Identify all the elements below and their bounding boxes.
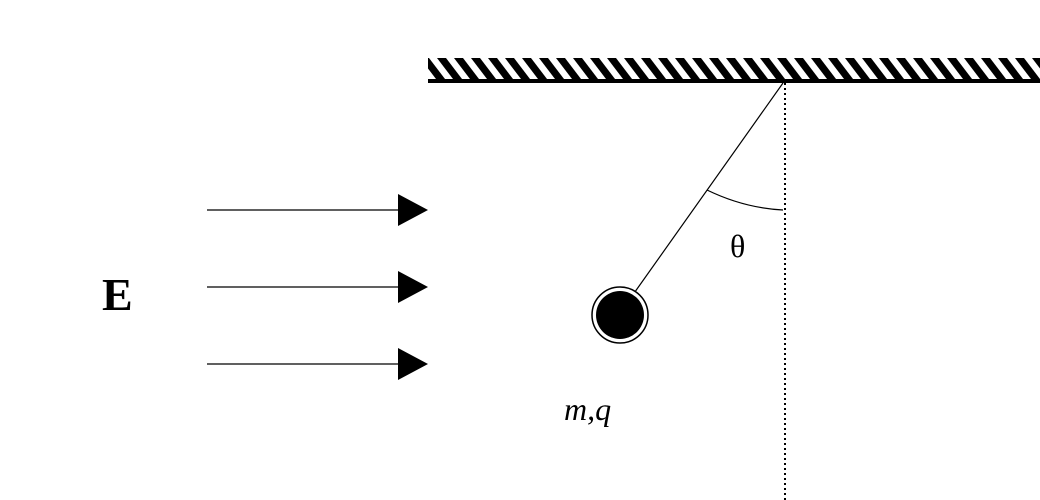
hatch-mark [811,58,836,79]
hatch-mark [981,58,1006,79]
hatch-mark [1015,58,1040,79]
field-arrow [207,194,428,226]
angle-arc [706,189,784,211]
hatch-mark [845,58,870,79]
hatch-mark [794,58,819,79]
field-arrows [207,194,428,380]
hatch-mark [539,58,564,79]
hatch-mark [760,58,785,79]
hatch-mark [828,58,853,79]
pendulum-string [619,82,784,314]
hatch-mark [437,58,462,79]
field-arrow [207,348,428,380]
hatch-mark [879,58,904,79]
hatch-mark [488,58,513,79]
mass-charge-label: m,q [564,391,611,427]
hatch-mark [862,58,887,79]
hatch-mark [658,58,683,79]
hatch-mark [743,58,768,79]
angle-label: θ [730,228,745,264]
ceiling-support [428,58,1040,83]
hatch-mark [522,58,547,79]
hatch-mark [607,58,632,79]
hatch-mark [471,58,496,79]
hatch-mark [709,58,734,79]
hatch-mark [913,58,938,79]
hatch-mark [675,58,700,79]
hatch-mark [947,58,972,79]
field-label: E [102,269,133,320]
hatch-mark [428,58,445,79]
hatch-mark [590,58,615,79]
hatch-mark [896,58,921,79]
hatch-mark [930,58,955,79]
hatch-mark [1032,58,1040,69]
hatch-mark [505,58,530,79]
hatch-mark [777,58,802,79]
hatch-mark [726,58,751,79]
hatch-mark [454,58,479,79]
ceiling-hatching [428,58,1040,79]
hatch-mark [624,58,649,79]
hatch-mark [641,58,666,79]
bob-fill [596,291,644,339]
hatch-mark [573,58,598,79]
hatch-mark [692,58,717,79]
hatch-mark [964,58,989,79]
hatch-mark [998,58,1023,79]
hatch-mark [556,58,581,79]
field-arrow [207,271,428,303]
pendulum-bob [591,286,649,344]
